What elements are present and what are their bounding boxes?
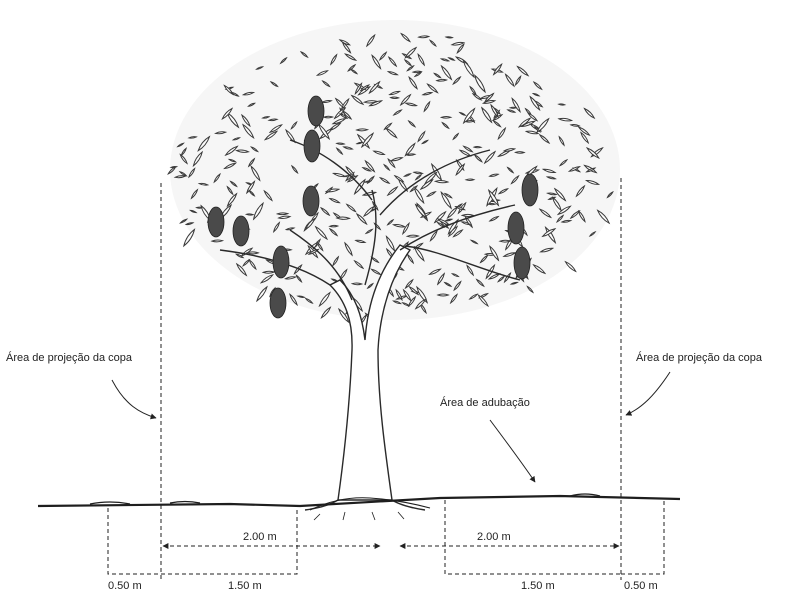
dimension-label-right-outer-large: 1.50 m [521, 580, 555, 593]
canopy-projection-label-left: Área de projeção da copa [6, 352, 132, 365]
leaf [352, 283, 362, 285]
leaf [247, 252, 258, 254]
leaf [364, 101, 377, 103]
ground [38, 494, 680, 520]
leaf [184, 229, 195, 246]
mango-fruit [508, 212, 524, 244]
mango-fruit [273, 246, 289, 278]
leaf [516, 152, 525, 154]
dimension-guides [108, 500, 664, 574]
mango-fruit [270, 288, 286, 318]
mango-fruit [514, 247, 530, 279]
leaf [324, 116, 333, 118]
leaf [407, 235, 418, 237]
leaf [446, 37, 452, 38]
mango-fruit [233, 216, 249, 246]
leaf [337, 143, 344, 144]
dimension-label-left-inner: 2.00 m [243, 531, 277, 544]
mango-fruit [208, 207, 224, 237]
pointer-arrow-left [112, 380, 156, 418]
leaf [435, 180, 448, 182]
leaf [413, 71, 421, 72]
mango-fruit [304, 130, 320, 162]
mango-fruit [522, 174, 538, 206]
leaf [559, 104, 565, 105]
leaf [337, 217, 350, 219]
leaf [277, 213, 287, 215]
leaf [437, 79, 447, 81]
leaf [407, 154, 415, 156]
leaf [212, 240, 223, 242]
pointer-arrow-center [490, 420, 535, 482]
fertilization-area-label: Área de adubação [440, 397, 530, 410]
leaf [357, 129, 368, 131]
leaf [419, 36, 429, 38]
leaf [474, 147, 481, 148]
dimension-label-left-outer-large: 1.50 m [228, 580, 262, 593]
leaf [466, 179, 474, 180]
leaf [441, 116, 451, 118]
dimension-label-left-outer-small: 0.50 m [108, 580, 142, 593]
dimension-label-right-inner: 2.00 m [477, 531, 511, 544]
leaf [510, 107, 516, 108]
leaf [189, 137, 196, 138]
mango-fruit [303, 186, 319, 216]
leaf [263, 271, 274, 273]
dimension-label-right-outer-small: 0.50 m [624, 580, 658, 593]
leaf [438, 294, 448, 296]
leaf [391, 97, 399, 98]
leaf [246, 214, 253, 215]
leaf [330, 225, 338, 226]
canopy-projection-label-right: Área de projeção da copa [636, 352, 762, 365]
pointer-arrow-right [626, 372, 670, 415]
leaf [500, 240, 510, 242]
pointer-arrows [112, 372, 670, 482]
mango-fruit [308, 96, 324, 126]
